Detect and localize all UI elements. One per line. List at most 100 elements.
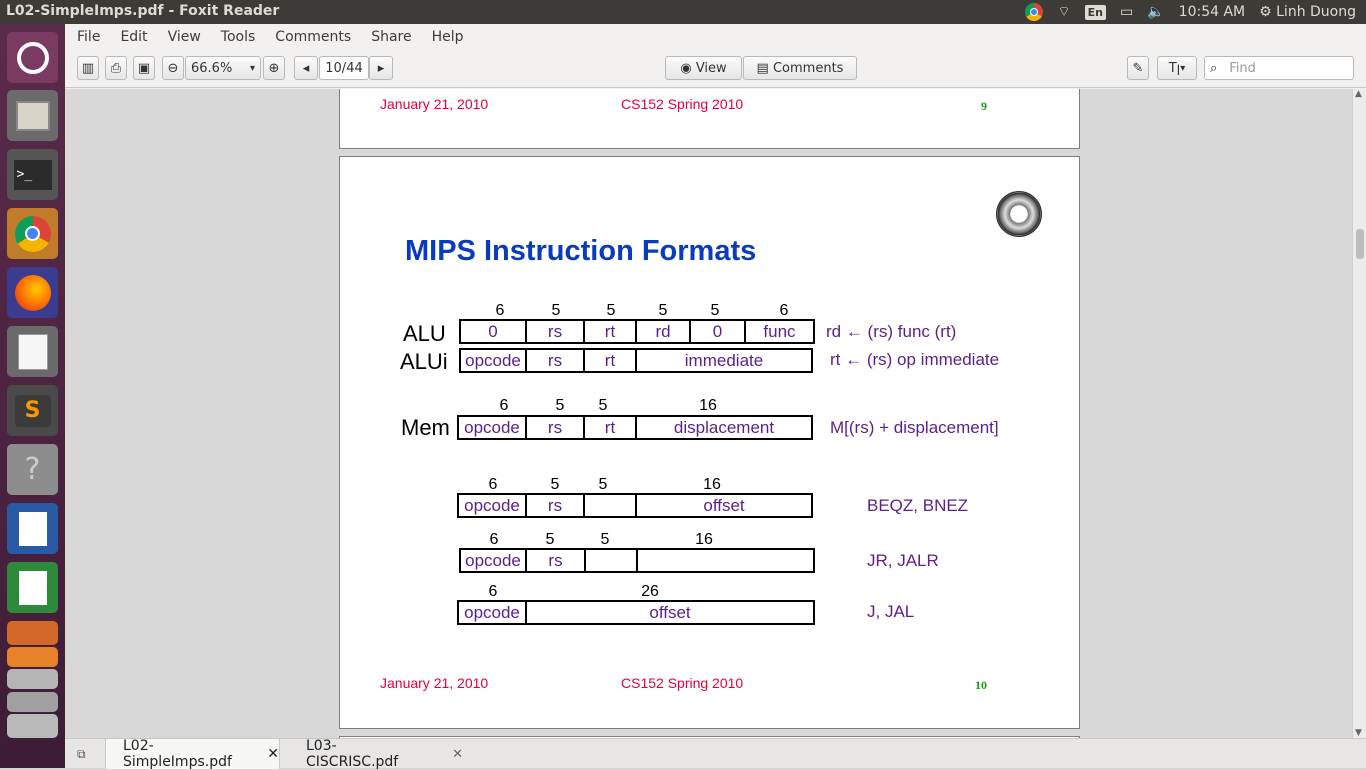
bits-label: 16 bbox=[703, 476, 721, 493]
field: rs bbox=[527, 321, 585, 342]
format-box-alu: 0 rs rt rd 0 func bbox=[459, 319, 815, 344]
ubuntu-dash-icon[interactable] bbox=[7, 32, 58, 83]
firefox-icon[interactable] bbox=[7, 267, 58, 318]
field: func bbox=[763, 321, 796, 341]
zoom-in-button[interactable]: ⊕ bbox=[263, 56, 285, 80]
close-icon[interactable]: ✕ bbox=[267, 746, 279, 762]
sublime-text-icon[interactable]: S bbox=[7, 385, 58, 436]
bits-label: 6 bbox=[495, 302, 505, 319]
next-page-button[interactable]: ▸ bbox=[369, 56, 393, 80]
calc-icon[interactable] bbox=[7, 562, 58, 613]
view-mode-button[interactable]: ◉ View bbox=[665, 56, 742, 80]
field: opcode bbox=[461, 550, 527, 571]
page-number: 10 bbox=[975, 678, 987, 692]
previous-page-button[interactable]: ◂ bbox=[294, 56, 318, 80]
footer-date: January 21, 2010 bbox=[380, 675, 489, 691]
menu-comments[interactable]: Comments bbox=[275, 29, 352, 45]
slide-title: MIPS Instruction Formats bbox=[405, 235, 757, 267]
print-button[interactable]: ⎙ bbox=[105, 56, 127, 80]
tab-label: L03-CISCRISC.pdf bbox=[306, 738, 399, 770]
menu-view[interactable]: View bbox=[167, 29, 201, 45]
user-name: Linh Duong bbox=[1276, 4, 1356, 20]
menu-edit[interactable]: Edit bbox=[120, 29, 148, 45]
menu-share[interactable]: Share bbox=[371, 29, 412, 45]
close-icon[interactable]: ✕ bbox=[452, 746, 463, 762]
wifi-icon[interactable]: ⌔ bbox=[1057, 4, 1071, 20]
field: offset bbox=[703, 495, 745, 515]
menu-tools[interactable]: Tools bbox=[220, 29, 256, 45]
system-top-bar: L02-SimpleImps.pdf - Foxit Reader ⌔ En ▭… bbox=[0, 0, 1366, 24]
bits-label: 5 bbox=[606, 302, 616, 319]
writer-icon[interactable] bbox=[7, 503, 58, 554]
university-seal-icon bbox=[996, 191, 1042, 237]
field: rd bbox=[637, 321, 691, 342]
zoom-out-button[interactable]: ⊖ bbox=[162, 56, 184, 80]
document-viewer[interactable]: January 21, 2010 CS152 Spring 2010 9 MIP… bbox=[65, 89, 1366, 738]
user-menu[interactable]: ⚙ Linh Duong bbox=[1259, 4, 1356, 20]
highlight-tool-button[interactable]: ✎ bbox=[1127, 56, 1149, 80]
find-placeholder: Find bbox=[1229, 60, 1256, 76]
field: rt bbox=[585, 417, 637, 438]
clock[interactable]: 10:54 AM bbox=[1178, 4, 1246, 20]
chevron-down-icon: ▾ bbox=[1180, 62, 1186, 74]
scroll-down-icon[interactable]: ▼ bbox=[1355, 728, 1362, 738]
print-icon: ⎙ bbox=[110, 60, 122, 76]
help-icon[interactable]: ? bbox=[7, 444, 58, 495]
bits-label: 5 bbox=[545, 531, 555, 548]
field bbox=[638, 550, 813, 571]
format-box-alui: opcode rs rt immediate bbox=[459, 348, 813, 373]
chevron-left-icon: ◂ bbox=[302, 60, 310, 76]
bits-label: 16 bbox=[695, 531, 713, 548]
chrome-icon[interactable] bbox=[7, 208, 58, 259]
amazon-icon[interactable] bbox=[7, 647, 58, 667]
field: opcode bbox=[459, 602, 527, 623]
next-page bbox=[339, 736, 1080, 738]
bits-label: 5 bbox=[551, 302, 561, 319]
text-editor-icon[interactable] bbox=[7, 326, 58, 377]
scrollbar-thumb[interactable] bbox=[1356, 229, 1364, 259]
files-icon[interactable] bbox=[7, 90, 58, 141]
menu-bar: File Edit View Tools Comments Share Help bbox=[65, 24, 1366, 50]
eye-icon: ◉ bbox=[680, 60, 692, 76]
workspaces-icon[interactable] bbox=[7, 692, 58, 712]
scroll-up-icon[interactable]: ▲ bbox=[1355, 89, 1362, 99]
sidebar-toggle-button[interactable]: ▥ bbox=[77, 56, 99, 80]
field bbox=[586, 550, 638, 571]
bits-label: 16 bbox=[699, 397, 717, 414]
format-desc-alui: rt ← (rs) op immediate bbox=[830, 350, 1000, 369]
menu-help[interactable]: Help bbox=[431, 29, 464, 45]
toolbar: ▥ ⎙ ▣ ⊖ 66.6%▾ ⊕ ◂ 10/44 ▸ ◉ View ▤ Comm… bbox=[65, 50, 1366, 88]
comments-mode-button[interactable]: ▤ Comments bbox=[743, 56, 857, 80]
keyboard-layout-indicator[interactable]: En bbox=[1084, 4, 1106, 20]
impress-icon[interactable] bbox=[7, 621, 58, 645]
chrome-indicator-icon[interactable] bbox=[1025, 3, 1044, 21]
vertical-scrollbar[interactable]: ▲ ▼ bbox=[1352, 89, 1366, 738]
zoom-select[interactable]: 66.6%▾ bbox=[185, 56, 261, 80]
tab-l02-simpleimps[interactable]: L02-SimpleImps.pdf ✕ bbox=[105, 738, 280, 770]
page-number-field[interactable]: 10/44 bbox=[319, 56, 369, 80]
system-settings-icon[interactable] bbox=[7, 669, 58, 689]
view-label: View bbox=[695, 60, 727, 76]
save-button[interactable]: ▣ bbox=[133, 56, 155, 80]
trash-icon[interactable] bbox=[7, 714, 58, 738]
battery-icon[interactable]: ▭ bbox=[1119, 4, 1134, 20]
restore-tab-icon[interactable]: ⧉ bbox=[77, 746, 86, 761]
format-desc-alu: rd ← (rs) func (rt) bbox=[826, 322, 957, 341]
volume-icon[interactable]: 🔈 bbox=[1147, 4, 1165, 20]
bits-label: 6 bbox=[488, 583, 498, 600]
zoom-value: 66.6% bbox=[191, 60, 233, 76]
field: rs bbox=[527, 417, 585, 438]
document-tab-bar: ⧉ L02-SimpleImps.pdf ✕ L03-CISCRISC.pdf … bbox=[65, 738, 1366, 770]
field: rs bbox=[527, 495, 585, 516]
find-field[interactable]: ⌕Find bbox=[1204, 56, 1354, 80]
text-select-tool-button[interactable]: Tꞁ▾ bbox=[1157, 56, 1197, 80]
bits-label: 26 bbox=[641, 583, 659, 600]
terminal-icon[interactable]: >_ bbox=[7, 149, 58, 200]
tab-l03-ciscrisc[interactable]: L03-CISCRISC.pdf ✕ bbox=[293, 738, 463, 770]
foxit-reader-window: File Edit View Tools Comments Share Help… bbox=[65, 24, 1366, 770]
previous-page: January 21, 2010 CS152 Spring 2010 9 bbox=[339, 89, 1080, 149]
zoom-out-icon: ⊖ bbox=[167, 60, 179, 76]
field: immediate bbox=[684, 350, 764, 370]
menu-file[interactable]: File bbox=[77, 29, 101, 45]
format-box-branch: opcode rs offset bbox=[457, 493, 813, 518]
